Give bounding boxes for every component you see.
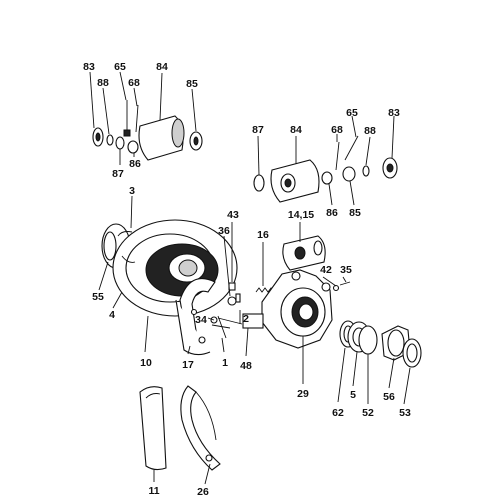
callout-36: 36 bbox=[218, 225, 230, 237]
callout-16: 16 bbox=[257, 229, 269, 241]
callout-11: 11 bbox=[148, 485, 159, 497]
piston-87-right bbox=[253, 174, 265, 192]
seal-86-right bbox=[321, 171, 333, 185]
callout-84b: 84 bbox=[290, 124, 302, 136]
spring-88-left bbox=[106, 134, 114, 146]
callout-68b: 68 bbox=[331, 124, 343, 136]
pin-34 bbox=[211, 324, 231, 329]
adjuster-hardware bbox=[210, 282, 278, 339]
bleeder-65-right bbox=[344, 135, 359, 161]
callout-65b: 65 bbox=[346, 107, 358, 119]
callout-29: 29 bbox=[297, 388, 309, 400]
piston-87-left bbox=[115, 136, 125, 150]
screw-68-left bbox=[135, 104, 139, 133]
callout-65: 65 bbox=[114, 61, 126, 73]
callout-84: 84 bbox=[156, 61, 168, 73]
brake-lining-11 bbox=[139, 386, 167, 471]
brake-shoe-26 bbox=[180, 385, 221, 471]
washer-36 bbox=[227, 296, 237, 306]
brake-drum-10 bbox=[101, 219, 238, 317]
callout-10: 10 bbox=[140, 357, 152, 369]
wheel-cylinder-14-15 bbox=[282, 235, 326, 271]
leader-lines bbox=[98, 195, 411, 485]
spring-88-right bbox=[362, 165, 370, 177]
callout-5: 5 bbox=[350, 389, 356, 401]
callout-83b: 83 bbox=[388, 107, 400, 119]
callout-88: 88 bbox=[97, 77, 109, 89]
callout-56: 56 bbox=[383, 391, 395, 403]
callout-14-15: 14,15 bbox=[288, 209, 314, 221]
ring-52 bbox=[358, 325, 378, 355]
bolt-35 bbox=[339, 281, 351, 286]
callout-85: 85 bbox=[186, 78, 198, 90]
callout-17: 17 bbox=[182, 359, 194, 371]
pin-1 bbox=[217, 315, 227, 339]
wheel-cylinder-assembly-right bbox=[253, 115, 398, 206]
callout-26: 26 bbox=[197, 486, 209, 498]
callout-34: 34 bbox=[195, 314, 207, 326]
nut-43 bbox=[228, 282, 236, 291]
callout-87: 87 bbox=[112, 168, 124, 180]
pin-2 bbox=[217, 317, 243, 325]
callout-43: 43 bbox=[227, 209, 239, 221]
callout-35: 35 bbox=[340, 264, 352, 276]
callout-86: 86 bbox=[129, 158, 141, 170]
backing-plate-carrier-29 bbox=[242, 269, 351, 349]
callout-2: 2 bbox=[243, 313, 249, 325]
callout-3: 3 bbox=[129, 185, 135, 197]
callout-labels: 83 88 65 68 84 85 86 87 87 84 68 65 88 8… bbox=[83, 61, 411, 498]
callout-87b: 87 bbox=[252, 124, 264, 136]
callout-55: 55 bbox=[92, 291, 104, 303]
bolt-42 bbox=[332, 284, 340, 292]
bearing-set bbox=[339, 320, 422, 368]
callout-83: 83 bbox=[83, 61, 95, 73]
callout-4: 4 bbox=[109, 309, 115, 321]
callout-88b: 88 bbox=[364, 125, 376, 137]
callout-48: 48 bbox=[240, 360, 252, 372]
callout-52: 52 bbox=[362, 407, 374, 419]
screw-68-right bbox=[335, 141, 340, 171]
callout-86b: 86 bbox=[326, 207, 338, 219]
callout-62: 62 bbox=[332, 407, 344, 419]
callout-42: 42 bbox=[320, 264, 332, 276]
callout-1: 1 bbox=[222, 357, 228, 369]
wheel-cylinder-assembly-left bbox=[89, 71, 203, 165]
callout-85b: 85 bbox=[349, 207, 361, 219]
seal-86-left bbox=[127, 140, 139, 154]
boot-85-right bbox=[342, 166, 356, 182]
brake-shoe-assembly-17 bbox=[175, 278, 216, 356]
callout-68: 68 bbox=[128, 77, 140, 89]
callout-53: 53 bbox=[399, 407, 411, 419]
